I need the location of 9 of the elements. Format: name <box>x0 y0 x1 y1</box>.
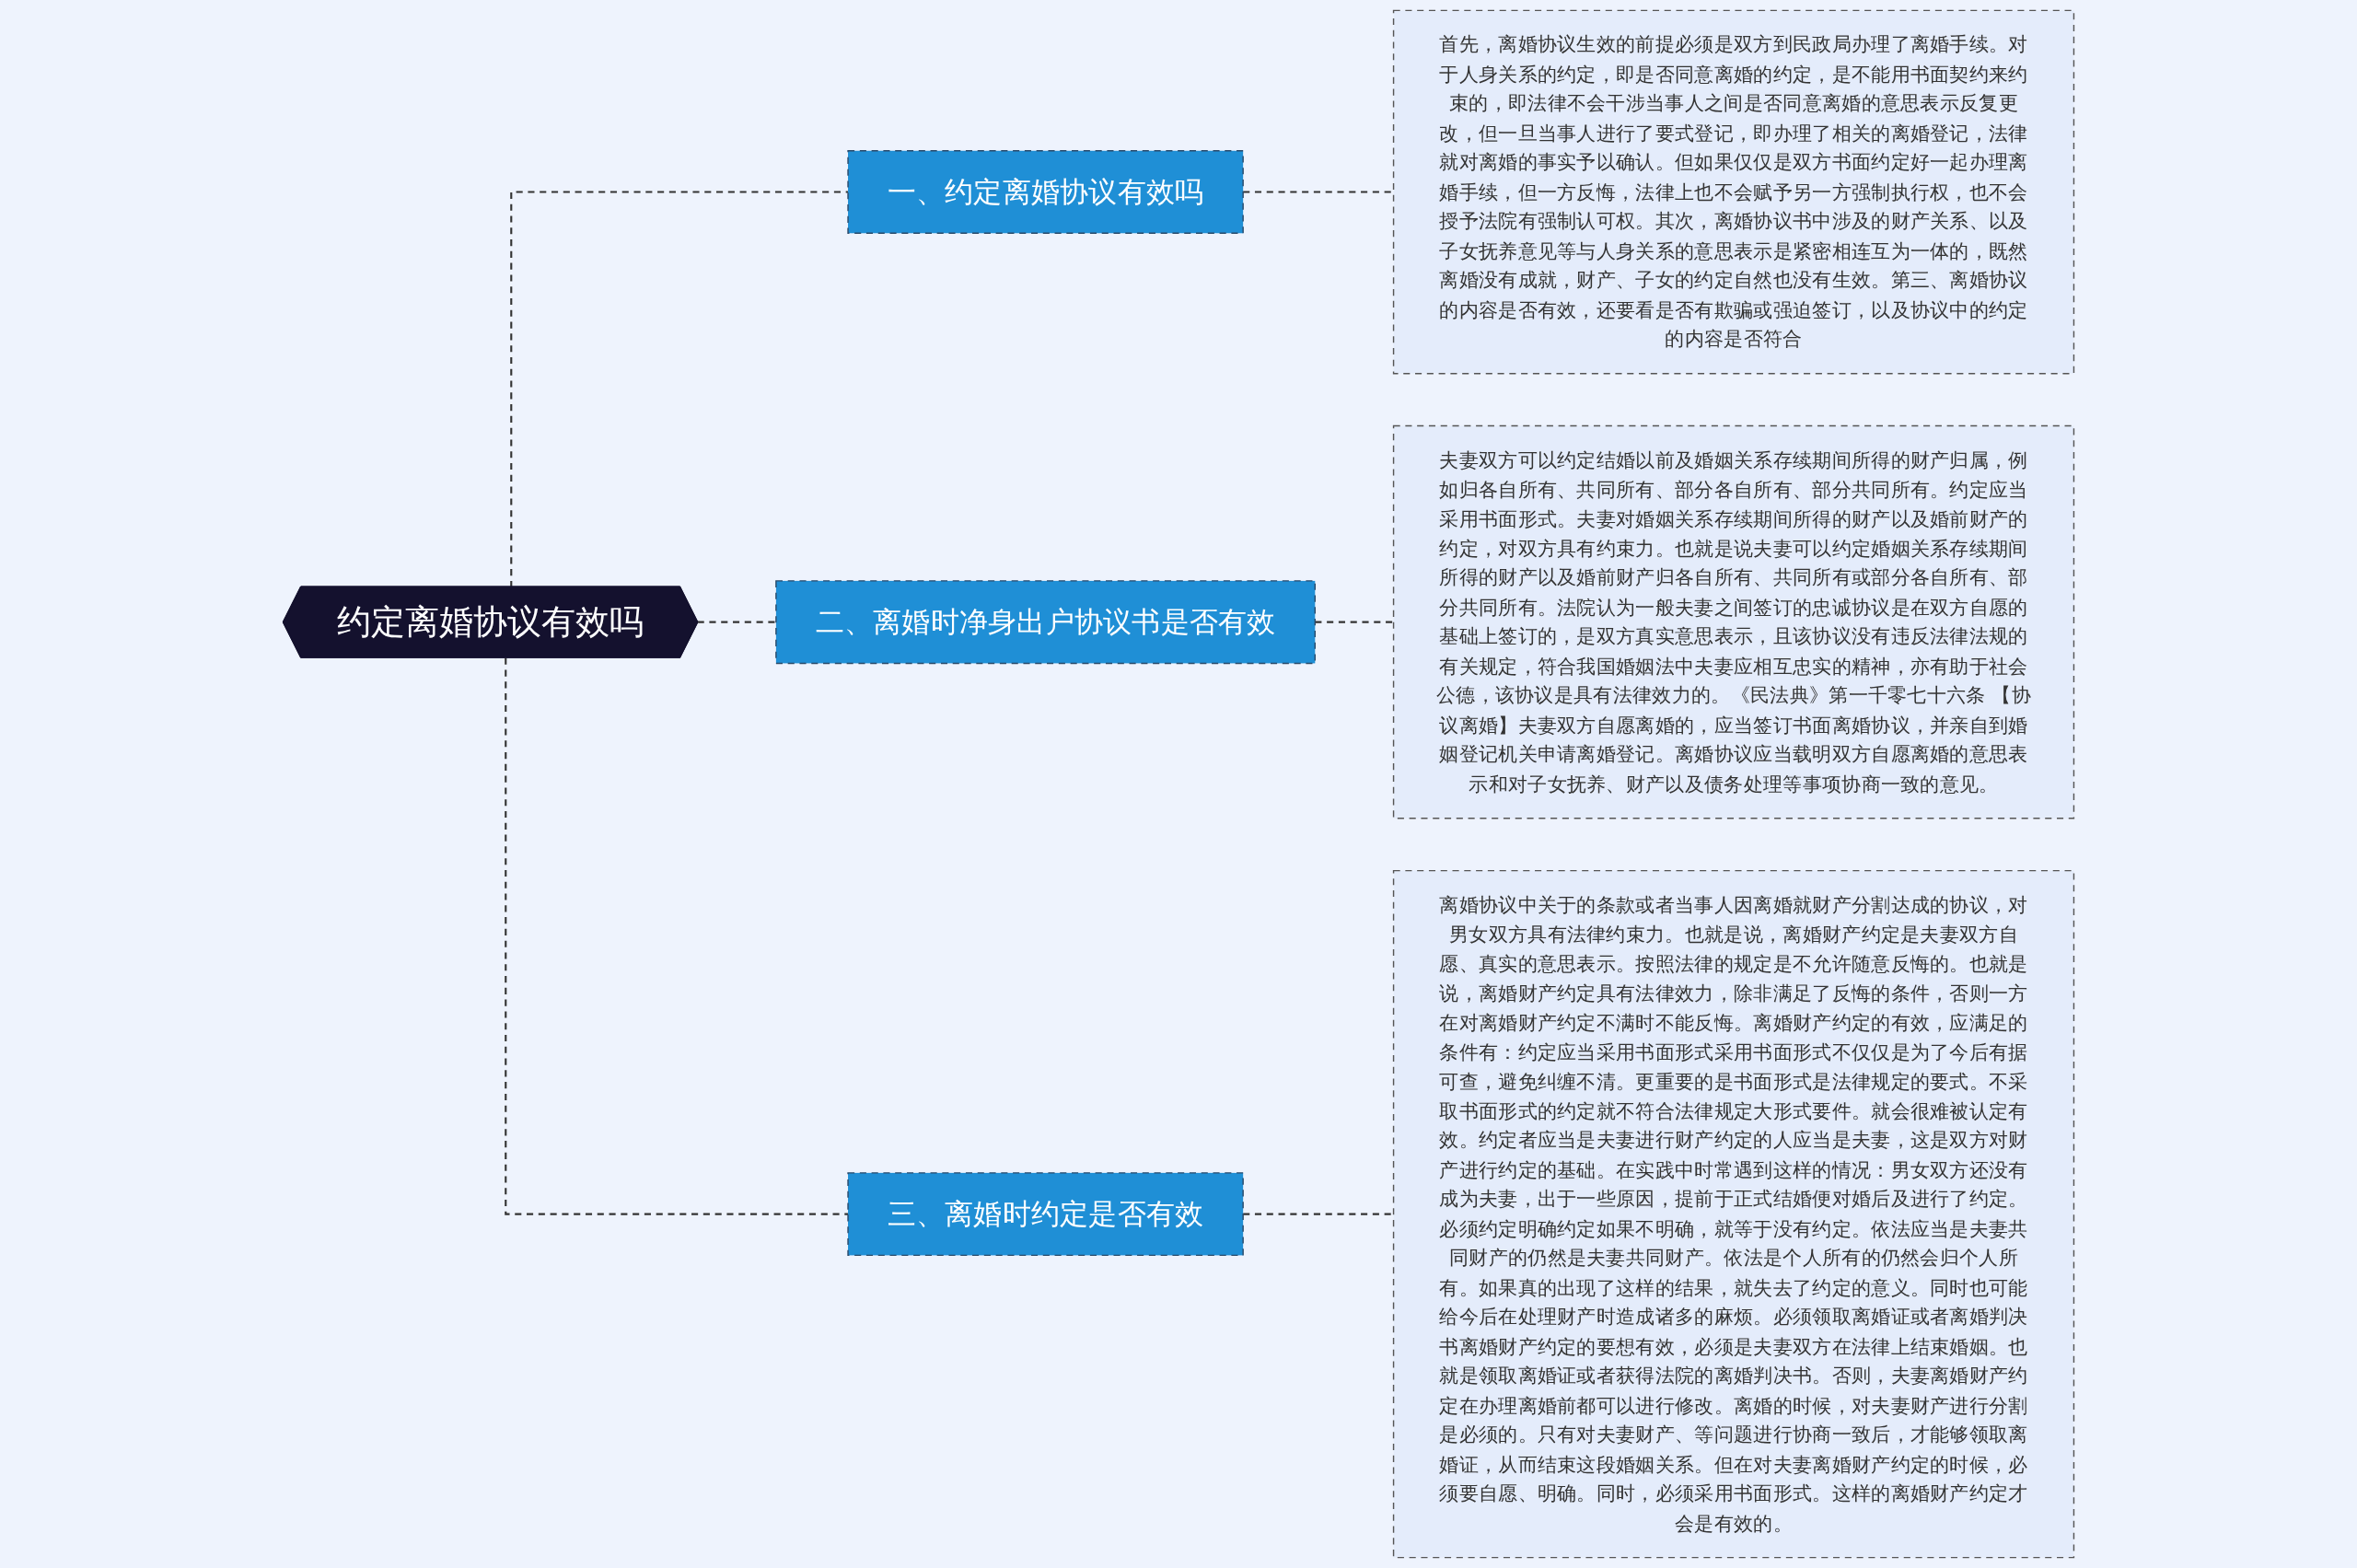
connector <box>697 621 776 624</box>
node-box: 离婚协议中关于的条款或者当事人因离婚就财产分割达成的协议，对男女双方具有法律约束力。也就是说，离婚财产约定是夫妻双方自愿、真实的意思表示。按照法律的规定是不允许随意反悔的。也就是说，离婚财产约定具有法律效力，除非满足了反悔的条件，否则一方在对离婚财产约定不满时不能反悔。离婚财产约定的有效，应满足的条件有：约定应当采用书面形式采用书面形式不仅仅是为了今后有据可查，避免纠缠不清。更重要的是书面形式是法律规定的要式。不采取书面形式的约定就不符合法律规定大形式要件。就会很难被认定有效。约定者应当是夫妻进行财产约定的人应当是夫妻，这是双方对财产进行约定的基础。在实践中时常遇到这样的情况：男女双方还没有成为夫妻，出于一些原因，提前于正式结婚便对婚后及进行了约定。必须约定明确约定如果不明确，就等于没有约定。依法应当是夫妻共同财产的仍然是夫妻共同财产。依法是个人所有的仍然会归个人所有。如果真的出现了这样的结果，就失去了约定的意义。同时也可能给今后在处理财产时造成诸多的麻烦。必须领取离婚证或者离婚判决书离婚财产约定的要想有效，必须是夫妻双方在法律上结束婚姻。也就是领取离婚证或者获得法院的离婚判决书。否则，夫妻离婚财产约定在办理离婚前都可以进行修改。离婚的时候，对夫妻财产进行分割是必须的。只有对夫妻财产、等问题进行协商一致后，才能够领取离婚证，从而结束这段婚姻关系。但在对夫妻离婚财产约定的时候，必须要自愿、明确。同时，必须采用书面形式。这样的离婚财产约定才会是有效的。 <box>1392 869 2075 1559</box>
node-box: 夫妻双方可以约定结婚以前及婚姻关系存续期间所得的财产归属，例如归各自所有、共同所有、部分各自所有、部分共同所有。约定应当采用书面形式。夫妻对婚姻关系存续期间所得的财产以及婚前财产的约定，对双方具有约束力。也就是说夫妻可以约定婚姻关系存续期间所得的财产以及婚前财产归各自所有、共同所有或部分各自所有、部分共同所有。法院认为一般夫妻之间签订的忠诚协议是在双方自愿的基础上签订的，是双方真实意思表示，且该协议没有违反法律法规的有关规定，符合我国婚姻法中夫妻应相互忠实的精神，亦有助于社会公德，该协议是具有法律效力的。《民法典》第一千零七十六条 【协议离婚】夫妻双方自愿离婚的，应当签订书面离婚协议，并亲自到婚姻登记机关申请离婚登记。离婚协议应当载明双方自愿离婚的意思表示和对子女抚养、财产以及债务处理等事项协商一致的意见。 <box>1392 424 2075 819</box>
node-box: 首先，离婚协议生效的前提必须是双方到民政局办理了离婚手续。对于人身关系的约定，即是否同意离婚的约定，是不能用书面契约来约束的，即法律不会干涉当事人之间是否同意离婚的意思表示反复更改，但一旦当事人进行了要式登记，即办理了相关的离婚登记，法律就对离婚的事实予以确认。但如果仅仅是双方书面约定好一起办理离婚手续，但一方反悔，法律上也不会赋予另一方强制执行权，也不会授予法院有强制认可权。其次，离婚协议书中涉及的财产关系、以及子女抚养意见等与人身关系的意思表示是紧密相连互为一体的，既然离婚没有成就，财产、子女的约定自然也没有生效。第三、离婚协议的内容是否有效，还要看是否有欺骗或强迫签订，以及协议中的约定的内容是否符合 <box>1392 9 2075 375</box>
connector <box>505 657 849 1215</box>
connector <box>510 191 849 587</box>
node-box: 一、约定离婚协议有效吗 <box>847 150 1244 234</box>
node-box: 二、离婚时净身出户协议书是否有效 <box>775 580 1316 665</box>
node-box: 三、离婚时约定是否有效 <box>847 1172 1244 1257</box>
